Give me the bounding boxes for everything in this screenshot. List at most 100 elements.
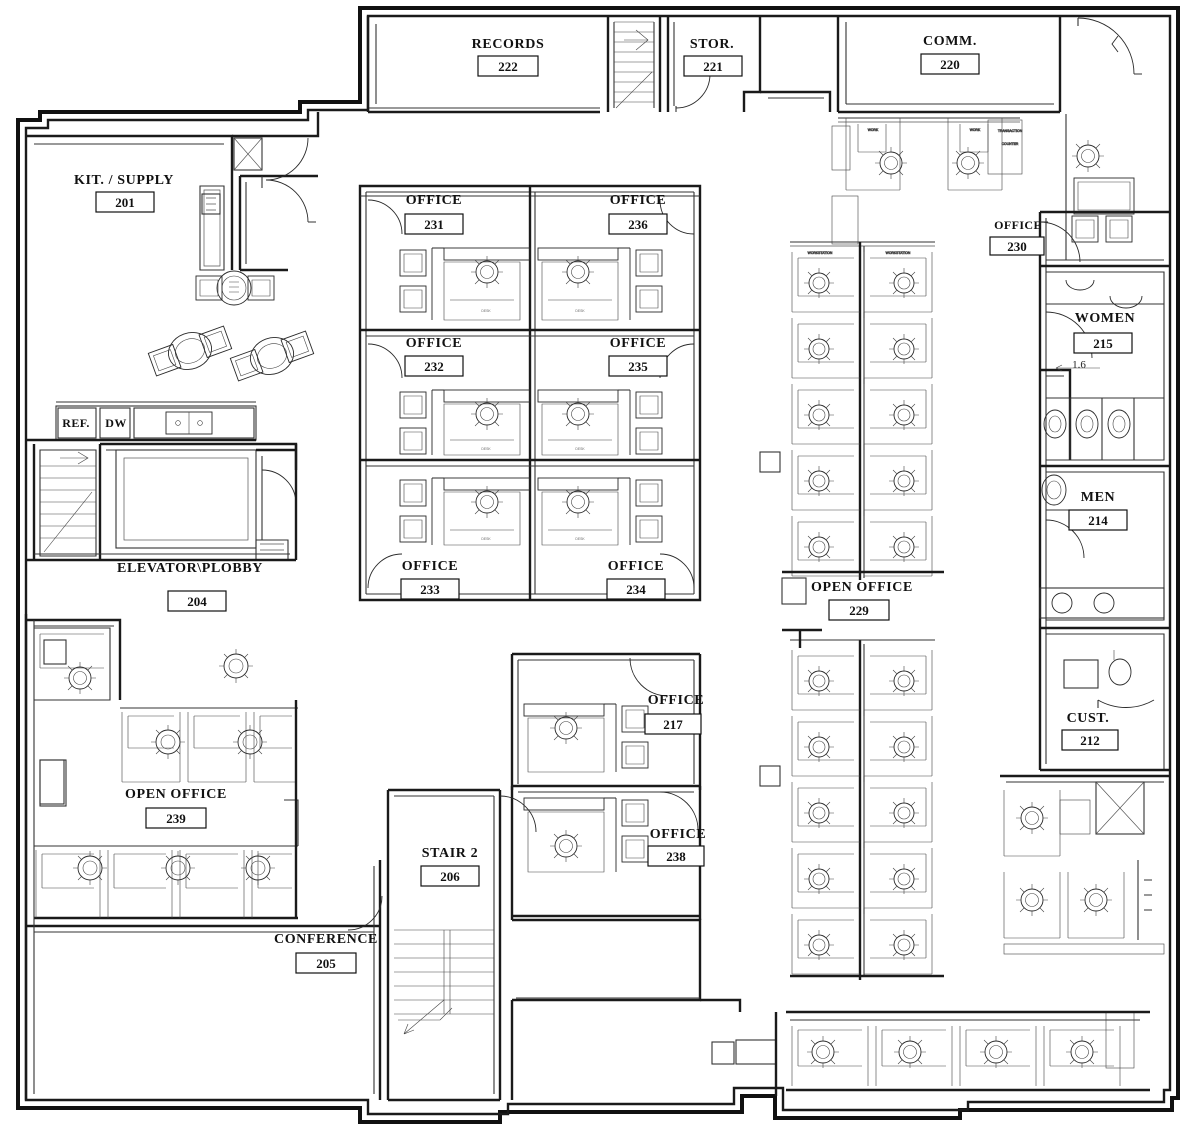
svg-text:WORKSTATION: WORKSTATION bbox=[886, 251, 911, 255]
elevator-cab-area bbox=[115, 449, 257, 549]
refrigerator bbox=[57, 407, 97, 439]
upper-right-cubicles: WORK WORK TRANSACTION COUNTER bbox=[831, 114, 1135, 260]
stair-1 bbox=[39, 449, 97, 557]
kitchen-supply-area bbox=[26, 112, 320, 272]
room-tag-records: RECORDS 222 bbox=[472, 37, 545, 77]
kitchen-counter bbox=[26, 401, 257, 442]
office-233-furniture: DESK bbox=[399, 477, 531, 546]
room-number-office-233: 233 bbox=[420, 582, 440, 597]
room-name-office-230: OFFICE bbox=[994, 218, 1042, 232]
mop-sink bbox=[1063, 650, 1132, 689]
room-number-records: 222 bbox=[498, 59, 518, 74]
task-chair bbox=[952, 147, 984, 179]
room-tag-office-231: OFFICE 231 bbox=[404, 193, 464, 235]
room-name-office-217: OFFICE bbox=[648, 693, 705, 708]
room-name-conference: CONFERENCE bbox=[274, 932, 378, 947]
room-number-open-office-239: 239 bbox=[166, 811, 186, 826]
room-number-stair-2: 206 bbox=[440, 869, 460, 884]
bottom-cubicle-row bbox=[711, 1010, 1150, 1096]
open-office-229-upper-cubicles: WORKSTATION WORKSTATION bbox=[759, 241, 944, 605]
room-number-office-238: 238 bbox=[666, 849, 686, 864]
room-tag-stair-2: STAIR 2 206 bbox=[420, 846, 480, 887]
room-number-cust: 212 bbox=[1080, 733, 1100, 748]
room-number-women: 215 bbox=[1093, 336, 1113, 351]
room-number-conference: 205 bbox=[316, 956, 336, 971]
break-area-furniture bbox=[147, 270, 315, 382]
room-tag-men: MEN 214 bbox=[1068, 490, 1128, 531]
svg-text:DESK: DESK bbox=[575, 447, 585, 451]
misc-partitions bbox=[24, 614, 742, 1100]
office-238-furniture bbox=[523, 797, 649, 873]
oo239-row1 bbox=[39, 707, 298, 805]
svg-text:WORKSTATION: WORKSTATION bbox=[808, 251, 833, 255]
room-tag-office-236: OFFICE 236 bbox=[608, 193, 668, 235]
room-tag-office-217: OFFICE 217 bbox=[644, 693, 705, 735]
svg-text:COUNTER: COUNTER bbox=[1002, 142, 1019, 146]
room-name-women: WOMEN bbox=[1075, 311, 1136, 326]
svg-text:DESK: DESK bbox=[575, 537, 585, 541]
room-name-office-238: OFFICE bbox=[650, 827, 707, 842]
room-tag-office-238: OFFICE 238 bbox=[647, 827, 707, 867]
svg-text:DESK: DESK bbox=[481, 309, 491, 313]
room-name-comm: COMM. bbox=[923, 34, 977, 49]
room-tag-office-234: OFFICE 234 bbox=[606, 559, 666, 600]
dimension-labels: 1.6 bbox=[1072, 359, 1086, 371]
cubicle-chairs-upper bbox=[804, 268, 919, 562]
task-chair bbox=[875, 147, 907, 179]
room-tag-kitchen-supply: KIT. / SUPPLY 201 bbox=[74, 173, 173, 213]
room-number-elevator-lobby: 204 bbox=[187, 594, 207, 609]
room-tag-stor: STOR. 221 bbox=[683, 37, 743, 77]
room-name-records: RECORDS bbox=[472, 37, 545, 52]
offices-217-238 bbox=[499, 652, 702, 1100]
svg-text:WORK: WORK bbox=[868, 128, 879, 132]
oo239-row2 bbox=[34, 845, 298, 920]
stair-treads-records bbox=[614, 21, 654, 109]
room-name-office-232: OFFICE bbox=[406, 336, 463, 351]
appliance-label-ref: REF. bbox=[62, 416, 90, 430]
svg-text:WORK: WORK bbox=[970, 128, 981, 132]
dimension-1-6: 1.6 bbox=[1072, 359, 1086, 371]
appliance-label-dw: DW bbox=[105, 416, 126, 430]
office-236-furniture: DESK bbox=[537, 247, 663, 321]
room-tag-office-230: OFFICE 230 bbox=[989, 218, 1045, 256]
room-tag-open-office-229: OPEN OFFICE 229 bbox=[811, 580, 913, 621]
room-tag-comm: COMM. 220 bbox=[920, 34, 980, 75]
room-number-office-217: 217 bbox=[663, 717, 683, 732]
room-number-office-230: 230 bbox=[1007, 239, 1027, 254]
room-name-cust: CUST. bbox=[1067, 711, 1110, 726]
room-number-office-236: 236 bbox=[628, 217, 648, 232]
room-tags: RECORDS 222 STOR. 221 COMM. 220 KIT. / S… bbox=[74, 34, 1136, 974]
room-tag-office-233: OFFICE 233 bbox=[400, 559, 460, 600]
room-number-open-office-229: 229 bbox=[849, 603, 869, 618]
elevator-lobby bbox=[26, 442, 298, 700]
room-number-office-232: 232 bbox=[424, 359, 444, 374]
reception-furniture bbox=[1065, 114, 1135, 260]
svg-text:DESK: DESK bbox=[575, 309, 585, 313]
room-name-office-233: OFFICE bbox=[402, 559, 459, 574]
room-number-office-231: 231 bbox=[424, 217, 444, 232]
room-number-men: 214 bbox=[1088, 513, 1108, 528]
room-name-men: MEN bbox=[1081, 490, 1115, 505]
dishwasher bbox=[99, 407, 131, 439]
building-envelope bbox=[16, 6, 1180, 1124]
room-number-office-235: 235 bbox=[628, 359, 648, 374]
lower-right-cubicles bbox=[1000, 774, 1170, 955]
office-235-furniture: DESK bbox=[537, 389, 663, 456]
office-234-furniture: DESK bbox=[537, 477, 663, 546]
oo239-upper bbox=[34, 627, 253, 701]
stair-2-treads bbox=[394, 929, 494, 1035]
right-service-core bbox=[1038, 210, 1170, 772]
svg-text:TRANSACTION: TRANSACTION bbox=[998, 129, 1023, 133]
room-number-comm: 220 bbox=[940, 57, 960, 72]
room-name-stor: STOR. bbox=[690, 37, 734, 52]
open-office-229-lower-cubicles bbox=[759, 628, 944, 980]
office-217-furniture bbox=[523, 703, 649, 773]
stair-2 bbox=[386, 788, 502, 1102]
room-number-office-234: 234 bbox=[626, 582, 646, 597]
cubicle-chairs-lower bbox=[804, 666, 919, 960]
appliance-labels: REF. DW bbox=[62, 416, 126, 430]
room-name-open-office-229: OPEN OFFICE bbox=[811, 580, 913, 595]
room-name-office-231: OFFICE bbox=[406, 193, 463, 208]
room-name-office-235: OFFICE bbox=[610, 336, 667, 351]
